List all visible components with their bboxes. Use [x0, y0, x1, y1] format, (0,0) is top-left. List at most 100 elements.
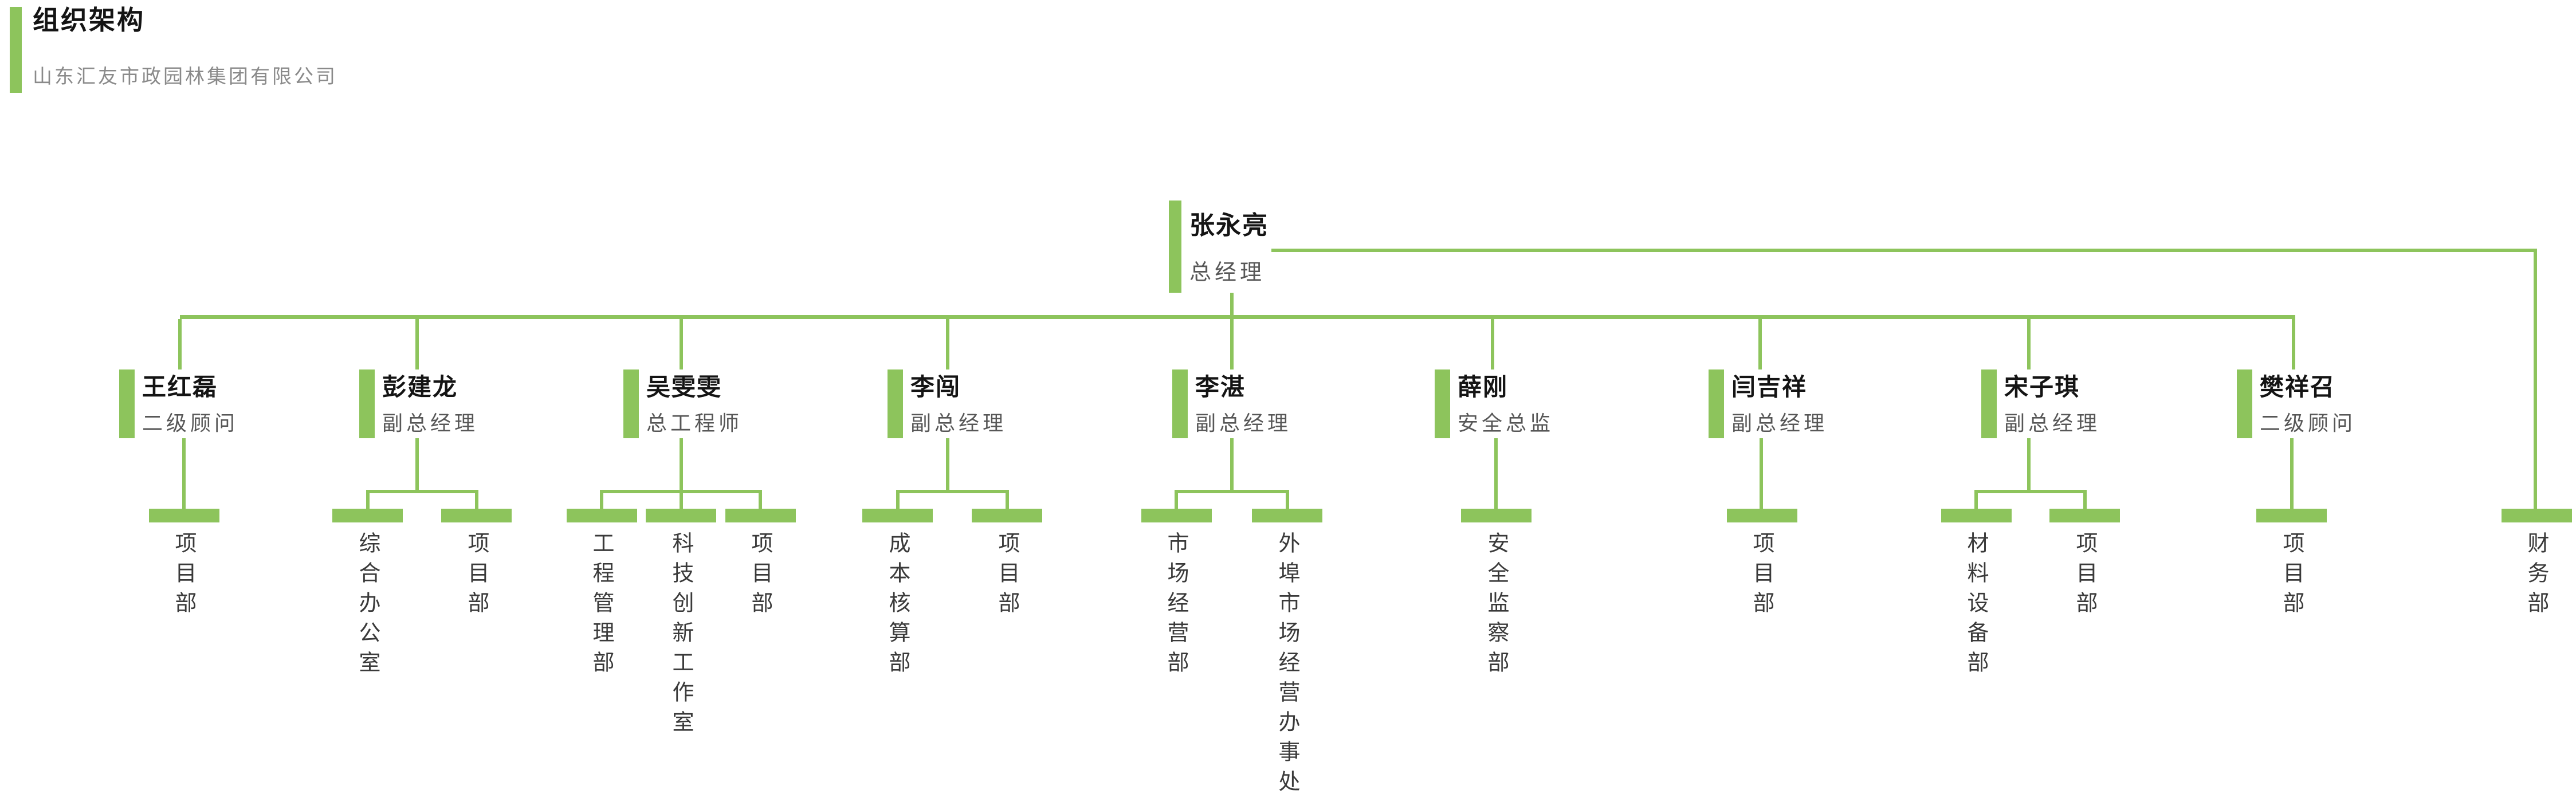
connector-person-drop	[415, 438, 419, 490]
connector-finance-drop	[2534, 249, 2537, 509]
dept-bar	[1461, 509, 1532, 522]
dept-bar	[441, 509, 512, 522]
connector-person-drop	[182, 438, 186, 509]
person-title: 安全总监	[1458, 412, 1554, 435]
connector-child-drop	[475, 490, 478, 509]
connector-bus-drop-1	[178, 319, 182, 369]
person-title: 副总经理	[910, 412, 1007, 435]
title-accent-bar	[10, 7, 22, 93]
connector-person-drop	[2290, 438, 2294, 509]
connector-bus-drop-2	[415, 319, 419, 369]
connector-person-drop	[946, 438, 949, 490]
person-title: 二级顾问	[142, 412, 239, 435]
connector-bus-drop-4	[946, 319, 949, 369]
dept-bar	[2049, 509, 2120, 522]
connector-children-bus	[1175, 490, 1289, 493]
dept-bar	[1727, 509, 1797, 522]
person-name: 樊祥召	[2260, 373, 2336, 401]
node-accent-bar	[1435, 369, 1450, 438]
node-accent-bar	[623, 369, 639, 438]
dept-label: 安全监察部	[1484, 532, 1509, 681]
connector-child-drop	[2083, 490, 2087, 509]
connector-child-drop	[600, 490, 603, 509]
dept-label: 项目部	[995, 532, 1020, 621]
node-accent-bar	[1709, 369, 1724, 438]
dept-label: 外埠市场经营办事处	[1275, 532, 1300, 800]
dept-label: 市场经营部	[1164, 532, 1189, 681]
person-name: 李湛	[1195, 373, 1246, 401]
connector-root-drop	[1230, 293, 1234, 317]
person-name: 薛刚	[1458, 373, 1509, 401]
root-accent-bar	[1169, 200, 1181, 293]
dept-label: 财务部	[2524, 532, 2549, 621]
dept-bar	[862, 509, 933, 522]
person-title: 副总经理	[1731, 412, 1828, 435]
connector-child-drop	[680, 490, 683, 509]
node-accent-bar	[2237, 369, 2252, 438]
dept-label: 工程管理部	[589, 532, 614, 681]
root-name: 张永亮	[1189, 211, 1269, 240]
connector-bus-drop-7	[1758, 319, 1762, 369]
person-name: 闫吉祥	[1731, 373, 1808, 401]
dept-bar	[972, 509, 1042, 522]
page-title: 组织架构	[33, 5, 145, 36]
person-name: 吴雯雯	[646, 373, 722, 401]
connector-bus-drop-5	[1230, 319, 1234, 369]
connector-bus-drop-3	[680, 319, 683, 369]
node-accent-bar	[1172, 369, 1188, 438]
connector-child-drop	[1974, 490, 1978, 509]
dept-label: 综合办公室	[355, 532, 380, 681]
connector-child-drop	[759, 490, 762, 509]
connector-child-drop	[1006, 490, 1009, 509]
dept-bar	[2502, 509, 2572, 522]
person-title: 副总经理	[1195, 412, 1292, 435]
dept-label: 项目部	[171, 532, 197, 621]
person-name: 李闯	[910, 373, 961, 401]
dept-bar	[725, 509, 796, 522]
connector-level2-bus	[180, 315, 2295, 319]
dept-label: 科技创新工作室	[669, 532, 694, 740]
person-name: 王红磊	[142, 373, 218, 401]
person-title: 二级顾问	[2260, 412, 2357, 435]
connector-bus-drop-8	[2027, 319, 2031, 369]
connector-child-drop	[1175, 490, 1178, 509]
person-name: 彭建龙	[382, 373, 458, 401]
dept-bar	[1141, 509, 1212, 522]
connector-child-drop	[1286, 490, 1289, 509]
node-accent-bar	[1981, 369, 1997, 438]
person-title: 总工程师	[646, 412, 743, 435]
connector-person-drop	[2027, 438, 2031, 490]
person-title: 副总经理	[382, 412, 479, 435]
dept-bar	[567, 509, 637, 522]
connector-children-bus	[896, 490, 1009, 493]
dept-label: 项目部	[748, 532, 773, 621]
person-title: 副总经理	[2004, 412, 2101, 435]
dept-bar	[646, 509, 716, 522]
dept-bar	[149, 509, 219, 522]
connector-person-drop	[1760, 438, 1763, 509]
dept-label: 项目部	[1749, 532, 1774, 621]
connector-root-to-finance-horizontal	[1271, 249, 2537, 252]
person-name: 宋子琪	[2004, 373, 2080, 401]
connector-children-bus	[1974, 490, 2087, 493]
connector-person-drop	[1230, 438, 1234, 490]
dept-label: 项目部	[2279, 532, 2304, 621]
root-title: 总经理	[1189, 260, 1266, 285]
connector-person-drop	[1494, 438, 1498, 509]
dept-bar	[332, 509, 403, 522]
connector-children-bus	[366, 490, 478, 493]
dept-label: 成本核算部	[885, 532, 910, 681]
dept-bar	[2256, 509, 2327, 522]
dept-bar	[1941, 509, 2012, 522]
dept-label: 项目部	[2072, 532, 2098, 621]
connector-person-drop	[680, 438, 683, 490]
node-accent-bar	[119, 369, 135, 438]
dept-label: 项目部	[464, 532, 489, 621]
node-accent-bar	[888, 369, 903, 438]
dept-bar	[1252, 509, 1322, 522]
dept-label: 材料设备部	[1964, 532, 1989, 681]
node-accent-bar	[359, 369, 375, 438]
connector-bus-drop-6	[1491, 319, 1494, 369]
connector-child-drop	[366, 490, 370, 509]
